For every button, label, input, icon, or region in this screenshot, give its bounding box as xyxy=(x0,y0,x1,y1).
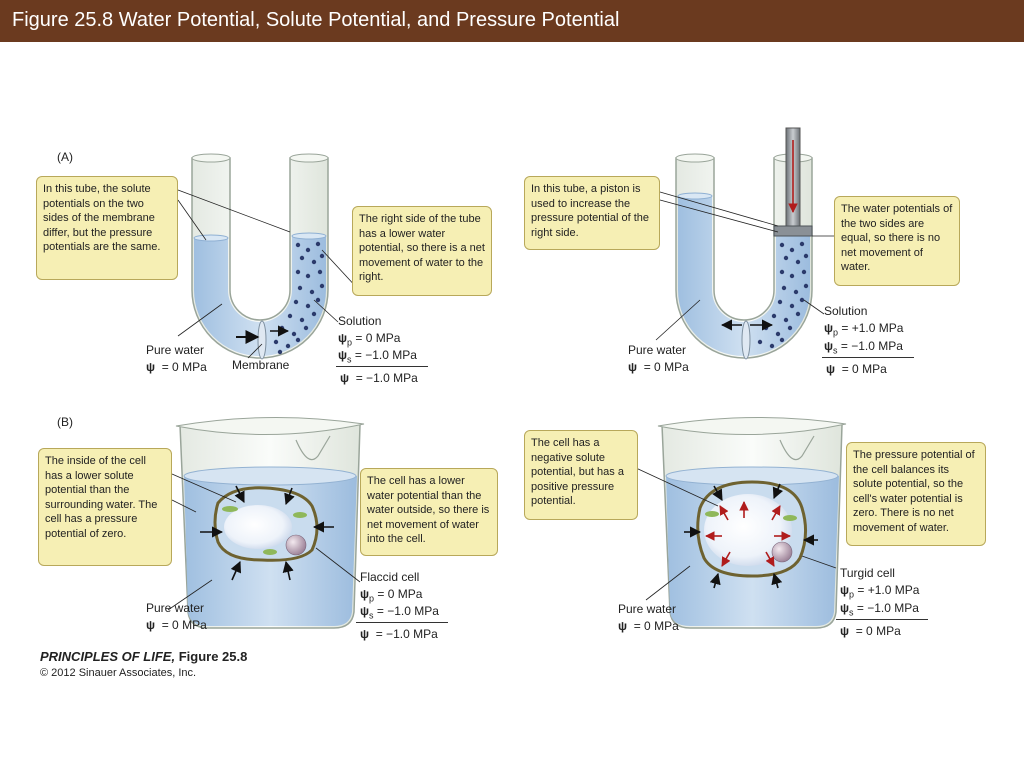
figure-title: Figure 25.8 Water Potential, Solute Pote… xyxy=(12,9,620,31)
callout-negative-solute-positive-pressure: The cell has a negative solute potential… xyxy=(524,430,638,520)
psi-total-b2: ψ = 0 MPa xyxy=(840,624,901,638)
divider-b2 xyxy=(836,619,928,620)
solute-dots-left xyxy=(273,241,325,355)
label-pure-water-a1: Pure water xyxy=(146,343,205,357)
callout-cell-lower-solute: The inside of the cell has a lower solut… xyxy=(38,448,172,566)
turgid-cell xyxy=(696,480,807,578)
label-pure-water-a2: Pure water xyxy=(628,343,687,357)
divider-a2 xyxy=(822,357,914,358)
psi-total-a1: ψ = −1.0 MPa xyxy=(340,371,418,385)
callout-water-into-cell: The cell has a lower water potential tha… xyxy=(360,468,498,556)
psi-p-b1: ψp = 0 MPa xyxy=(360,587,423,604)
psi-p-a1: ψp = 0 MPa xyxy=(338,331,401,348)
psi-pure-water-b1: ψ = 0 MPa xyxy=(146,618,207,632)
divider-b1 xyxy=(356,622,448,623)
psi-s-b1: ψs = −1.0 MPa xyxy=(360,604,439,621)
label-flaccid-cell: Flaccid cell xyxy=(360,570,420,584)
callout-pressure-balances: The pressure potential of the cell balan… xyxy=(846,442,986,546)
psi-p-a2: ψp = +1.0 MPa xyxy=(824,321,904,338)
solute-dots-right xyxy=(757,241,809,349)
panel-label-b: (B) xyxy=(57,415,73,429)
psi-total-a2: ψ = 0 MPa xyxy=(826,362,887,376)
psi-total-b1: ψ = −1.0 MPa xyxy=(360,627,438,641)
callout-piston: In this tube, a piston is used to increa… xyxy=(524,176,660,250)
psi-s-b2: ψs = −1.0 MPa xyxy=(840,601,919,618)
label-turgid-cell: Turgid cell xyxy=(840,566,895,580)
divider-a1 xyxy=(336,366,428,367)
credit-copyright: © 2012 Sinauer Associates, Inc. xyxy=(40,667,197,679)
psi-pure-water-b2: ψ = 0 MPa xyxy=(618,619,679,633)
psi-p-b2: ψp = +1.0 MPa xyxy=(840,583,920,600)
psi-pure-water-a1: ψ = 0 MPa xyxy=(146,360,207,374)
callout-equal-potentials: The water potentials of the two sides ar… xyxy=(834,196,960,286)
label-pure-water-b1: Pure water xyxy=(146,601,205,615)
psi-pure-water-a2: ψ = 0 MPa xyxy=(628,360,689,374)
callout-net-movement-right: The right side of the tube has a lower w… xyxy=(352,206,492,296)
water-in-arrows xyxy=(200,485,334,581)
title-bar: Figure 25.8 Water Potential, Solute Pote… xyxy=(0,0,1024,42)
panel-label-a: (A) xyxy=(57,150,73,164)
psi-s-a1: ψs = −1.0 MPa xyxy=(338,348,417,365)
label-solution-a1: Solution xyxy=(338,314,382,328)
pressure-arrows xyxy=(705,501,791,567)
credit-book: PRINCIPLES OF LIFE, Figure 25.8 xyxy=(40,649,248,664)
label-pure-water-b2: Pure water xyxy=(618,602,677,616)
label-solution-a2: Solution xyxy=(824,304,868,318)
figure-illustration xyxy=(167,127,847,629)
psi-s-a2: ψs = −1.0 MPa xyxy=(824,339,903,356)
flaccid-cell xyxy=(213,486,319,562)
callout-solute-potentials-differ: In this tube, the solute potentials on t… xyxy=(36,176,178,280)
balance-arrows xyxy=(684,483,818,589)
label-membrane: Membrane xyxy=(232,358,290,372)
